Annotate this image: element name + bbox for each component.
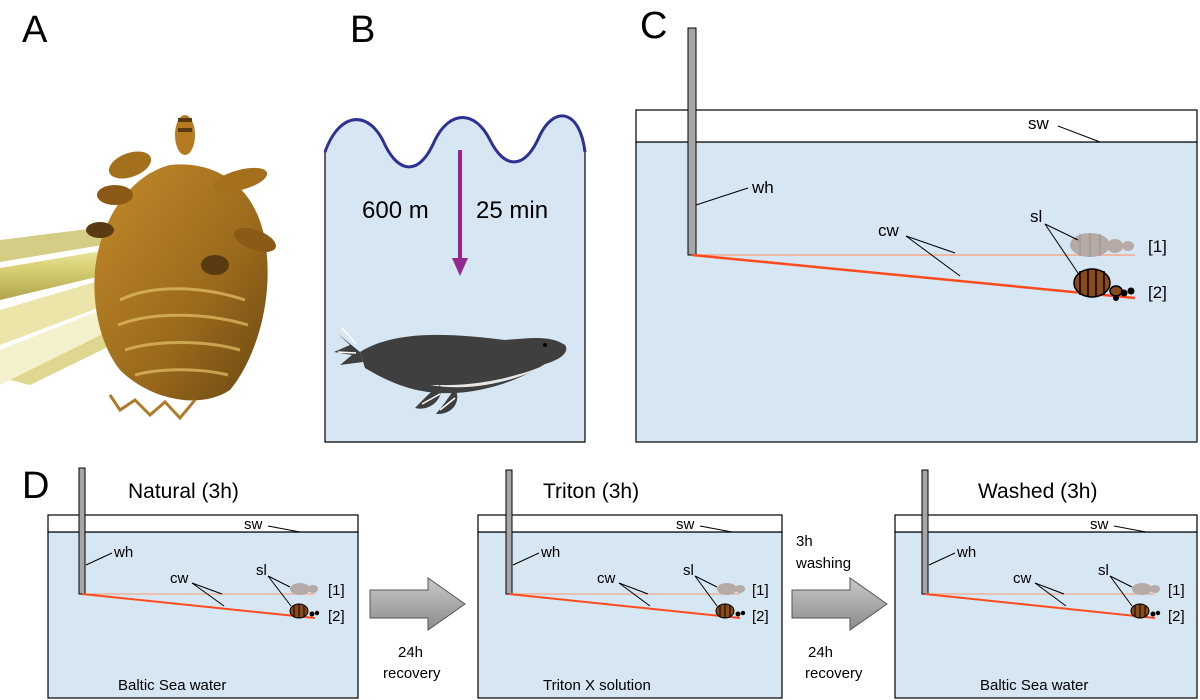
surface-water-layer — [635, 109, 1198, 143]
louse-position-1 — [717, 583, 745, 595]
depth-label: 600 m — [362, 197, 429, 224]
label-sl: sl — [1098, 562, 1109, 579]
label-wh: wh — [956, 544, 976, 561]
label-sw: sw — [676, 516, 695, 533]
louse-position-1 — [290, 583, 318, 595]
label-position-2: [2] — [1168, 608, 1185, 625]
tank-washed: Washed (3h) sw wh cw sl — [894, 469, 1198, 699]
step2-text-1: 3h — [796, 533, 813, 550]
label-sl: sl — [256, 562, 267, 579]
label-sw: sw — [244, 516, 263, 533]
label-position-1: [1] — [1148, 237, 1167, 256]
step2-text-4: recovery — [805, 665, 863, 682]
duration-label: 25 min — [476, 197, 548, 224]
label-sl: sl — [1030, 207, 1042, 226]
medium-label: Baltic Sea water — [118, 677, 226, 694]
step1-text-1: 24h — [398, 644, 423, 661]
dive-arrow-head — [452, 258, 468, 276]
wire-holder — [687, 27, 697, 256]
panel-c: C sw wh cw sl [1] — [635, 5, 1198, 443]
medium-label: Baltic Sea water — [980, 677, 1088, 694]
copper-wire-2 — [691, 253, 1136, 300]
label-wh: wh — [113, 544, 133, 561]
step2-text-3: 24h — [808, 644, 833, 661]
step2-text-2: washing — [795, 555, 851, 572]
label-position-1: [1] — [752, 582, 769, 599]
label-position-2: [2] — [1148, 283, 1167, 302]
louse-position-2 — [289, 603, 320, 619]
tank-title-natural: Natural (3h) — [128, 480, 239, 503]
label-cw: cw — [597, 570, 616, 587]
louse-photo — [0, 115, 276, 421]
step-arrow-recovery: 24h recovery — [369, 577, 466, 682]
panel-b: B 600 m 25 min — [323, 9, 587, 443]
label-position-1: [1] — [328, 582, 345, 599]
louse-position-2 — [1130, 603, 1161, 619]
label-wh: wh — [751, 178, 774, 197]
label-position-2: [2] — [328, 608, 345, 625]
panel-letter-a: A — [22, 9, 48, 51]
label-cw: cw — [1013, 570, 1032, 587]
label-wh: wh — [540, 544, 560, 561]
label-position-1: [1] — [1168, 582, 1185, 599]
panel-letter-b: B — [350, 9, 375, 51]
tank-title-washed: Washed (3h) — [978, 480, 1097, 503]
panel-a: A — [0, 9, 276, 421]
wave-line — [323, 114, 587, 169]
louse-position-2 — [715, 603, 746, 619]
label-cw: cw — [170, 570, 189, 587]
panel-d: D Natural (3h) sw wh cw — [22, 465, 1198, 699]
louse-position-1 — [1070, 233, 1134, 257]
label-sw: sw — [1028, 114, 1050, 133]
louse-position-1 — [1132, 583, 1160, 595]
tank-title-triton: Triton (3h) — [543, 480, 639, 503]
panel-letter-c: C — [640, 5, 667, 47]
medium-label: Triton X solution — [543, 677, 651, 694]
step1-text-2: recovery — [383, 665, 441, 682]
tank-triton: Triton (3h) sw wh cw sl — [477, 469, 783, 699]
panel-letter-d: D — [22, 465, 49, 507]
label-cw: cw — [878, 221, 900, 240]
label-sl: sl — [683, 562, 694, 579]
step-arrow-washing: 3h washing 24h recovery — [791, 533, 888, 682]
label-sw: sw — [1090, 516, 1109, 533]
seal-illustration — [334, 327, 567, 415]
tank-natural: Natural (3h) sw wh cw sl — [47, 467, 359, 699]
louse-position-2 — [1073, 268, 1135, 301]
label-position-2: [2] — [752, 608, 769, 625]
